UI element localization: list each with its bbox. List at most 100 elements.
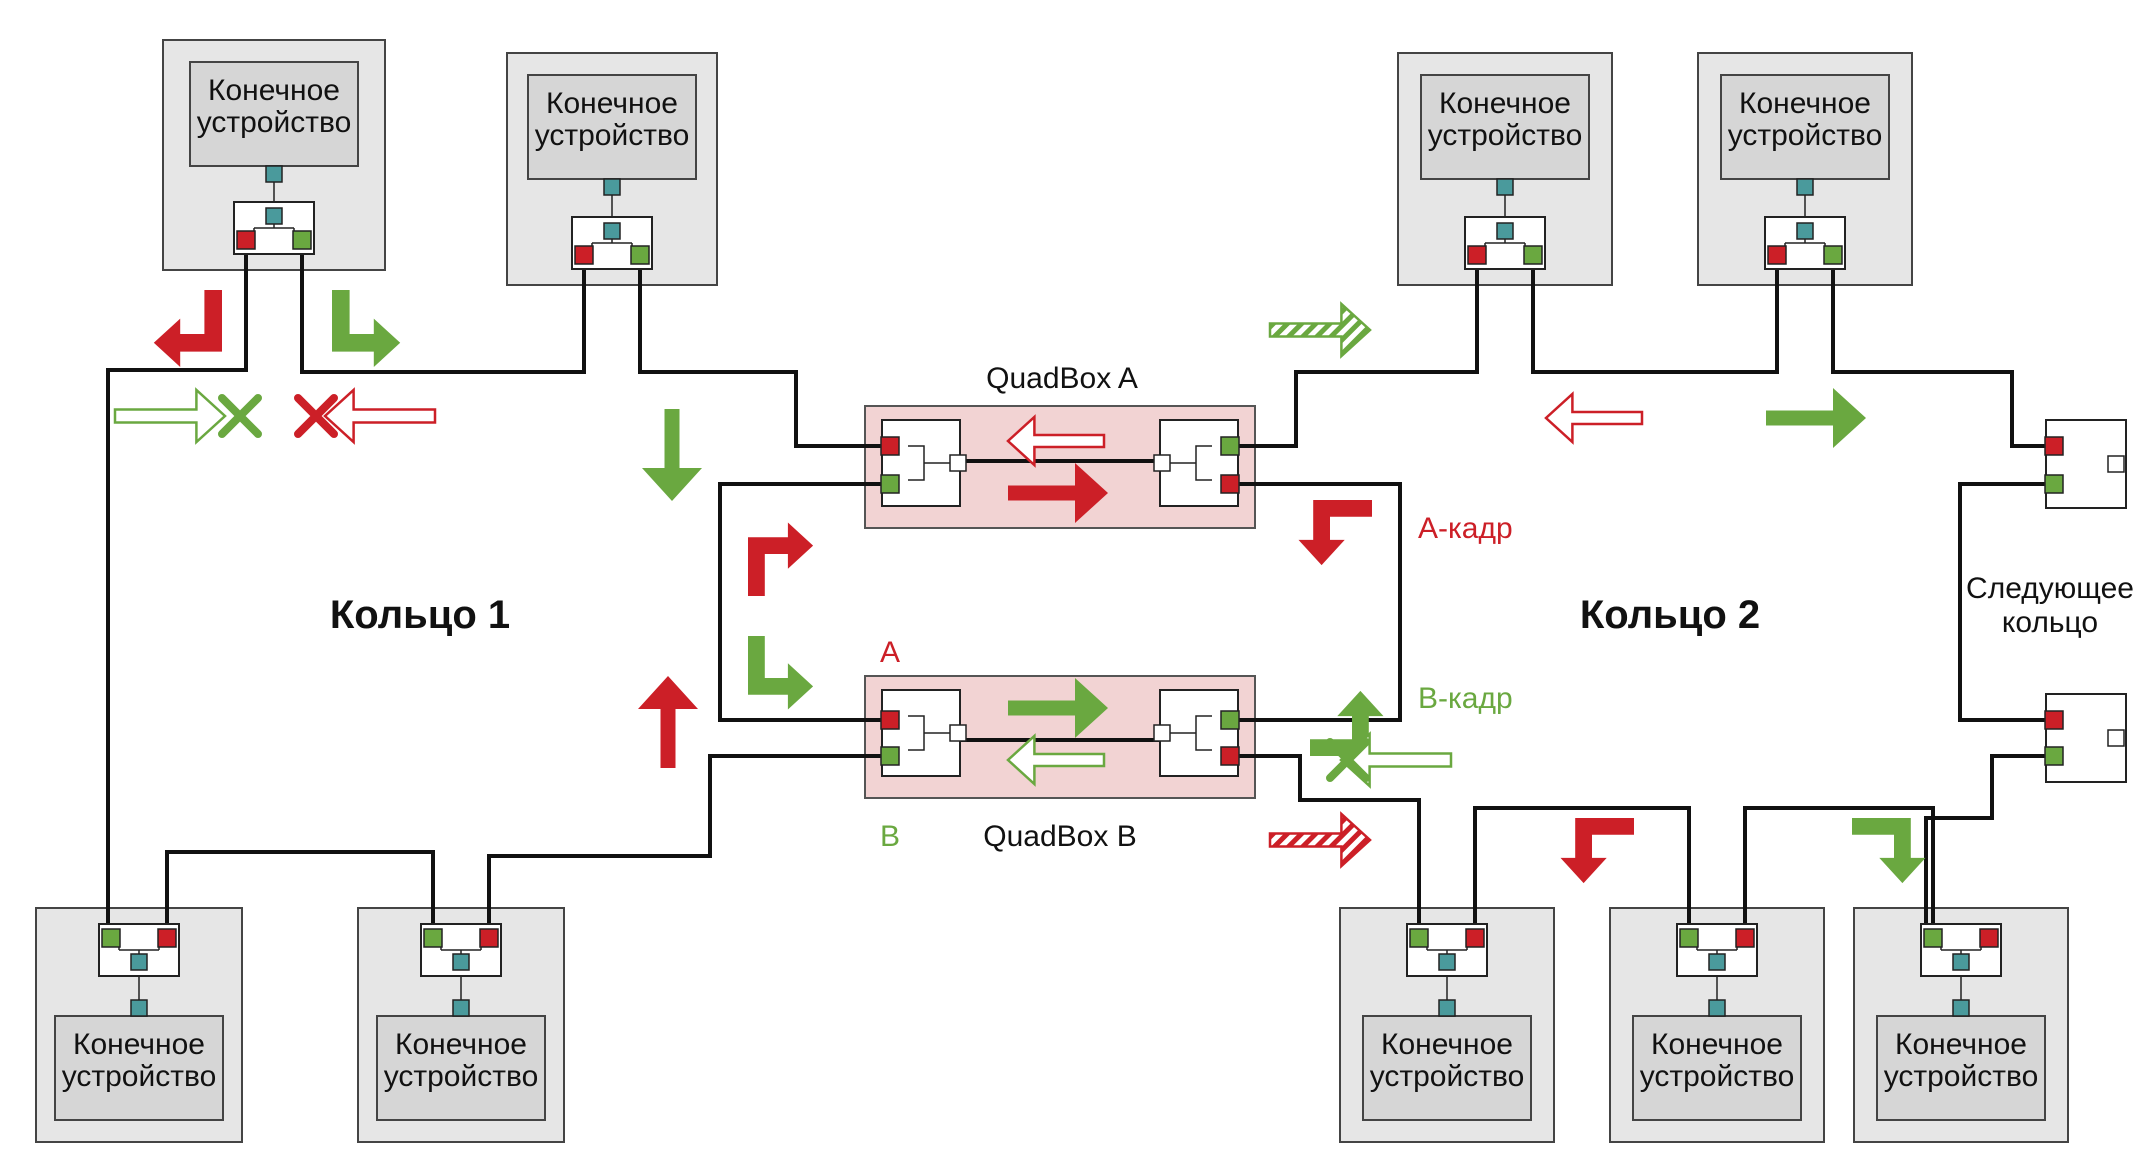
b-frame-bent-arrow <box>1852 818 1926 884</box>
device-port-icon <box>130 953 148 971</box>
ring-2-title: Кольцо 2 <box>1580 593 1760 637</box>
device-port-icon <box>265 165 283 183</box>
end-device-label: Конечное <box>1381 1028 1513 1061</box>
end-device-box <box>1362 1015 1532 1121</box>
end-device-label: устройство <box>1428 119 1583 152</box>
end-device-box <box>1632 1015 1802 1121</box>
next-ring-label-line2: кольцо <box>2002 606 2098 639</box>
end-device-box <box>527 74 697 180</box>
discard-x-icon <box>294 394 338 438</box>
port-b-icon <box>423 928 443 948</box>
port-b-icon <box>880 474 900 494</box>
ring-cable <box>1958 482 2054 722</box>
device-port-icon <box>1708 999 1726 1017</box>
ring-cable <box>487 754 890 938</box>
end-device-box <box>54 1015 224 1121</box>
b-frame-arrow <box>642 409 702 501</box>
end-device-box <box>189 61 359 167</box>
port-b-icon <box>101 928 121 948</box>
end-device-label: устройство <box>62 1060 217 1093</box>
device-port-icon <box>1438 953 1456 971</box>
end-device-label: устройство <box>384 1060 539 1093</box>
quadbox-a-title: QuadBox A <box>986 362 1138 395</box>
ring-cable <box>165 850 435 938</box>
ring-cable <box>718 482 890 722</box>
end-device-label: Конечное <box>1739 87 1871 120</box>
a-frame-arrow <box>638 676 698 768</box>
end-device-box <box>1720 74 1890 180</box>
port-b-icon <box>1220 710 1240 730</box>
quadbox-internal-bus <box>1170 715 1212 751</box>
device-port-icon <box>265 207 283 225</box>
device-port-icon <box>603 222 621 240</box>
discard-x-icon <box>218 394 262 438</box>
end-device-label: Конечное <box>208 74 340 107</box>
port-a-icon <box>236 230 256 250</box>
device-port-icon <box>1796 222 1814 240</box>
interlink-port-icon <box>949 454 967 472</box>
port-b-icon <box>1823 245 1843 265</box>
b-frame-bent-arrow <box>748 636 814 710</box>
a-frame-arrow <box>1008 463 1108 523</box>
ring-cable <box>638 255 890 448</box>
end-device-label: устройство <box>1728 119 1883 152</box>
ring-cable <box>1230 754 1421 938</box>
end-device-label: устройство <box>1370 1060 1525 1093</box>
end-device-label: устройство <box>1884 1060 2039 1093</box>
device-port-icon <box>452 953 470 971</box>
end-device-label: Конечное <box>73 1028 205 1061</box>
ring-cable <box>1531 255 1779 374</box>
b-frame-label: В-кадр <box>1418 682 1513 715</box>
quadbox-internal-bus <box>908 715 950 751</box>
ring-cable <box>300 240 586 374</box>
port-a-icon <box>1467 245 1487 265</box>
device-port-icon <box>1952 953 1970 971</box>
device-port-icon <box>452 999 470 1017</box>
port-a-icon <box>2044 436 2064 456</box>
end-device-label: Конечное <box>395 1028 527 1061</box>
ring-cable <box>1230 255 1479 448</box>
port-b-icon <box>1923 928 1943 948</box>
port-b-icon <box>1220 436 1240 456</box>
ring-1-title: Кольцо 1 <box>330 593 510 637</box>
a-frame-outline-arrow <box>1544 391 1644 445</box>
interlink-port-icon <box>2107 729 2125 747</box>
ring-cable <box>1743 806 1935 938</box>
b-frame-outline-arrow <box>1339 731 1453 789</box>
a-frame-outline-arrow <box>1006 414 1106 468</box>
next-ring-label-line1: Следующее <box>1966 572 2134 605</box>
device-port-icon <box>1438 999 1456 1017</box>
a-frame-bent-arrow <box>153 290 222 367</box>
b-frame-outline-arrow <box>1006 733 1106 787</box>
quadbox-b-title: QuadBox B <box>983 820 1136 853</box>
a-frame-bent-arrow <box>1560 818 1634 884</box>
end-device-label: устройство <box>535 119 690 152</box>
a-frame-bent-arrow <box>1298 500 1372 566</box>
port-a-icon <box>479 928 499 948</box>
port-a-icon <box>1220 746 1240 766</box>
end-device-label: Конечное <box>1651 1028 1783 1061</box>
device-port-icon <box>1952 999 1970 1017</box>
port-b-icon <box>1409 928 1429 948</box>
ring-cable <box>1473 806 1691 938</box>
a-frame-bent-arrow <box>748 522 814 596</box>
end-device-label: устройство <box>1640 1060 1795 1093</box>
b-frame-arrow <box>1008 678 1108 738</box>
a-frame-outline-arrow <box>323 387 437 445</box>
b-frame-arrow <box>1766 388 1866 448</box>
device-port-icon <box>1708 953 1726 971</box>
end-device-label: Конечное <box>1439 87 1571 120</box>
b-frame-hatched-arrow <box>1268 301 1372 359</box>
port-a-icon <box>1465 928 1485 948</box>
port-a-icon <box>1735 928 1755 948</box>
port-a-icon <box>1767 245 1787 265</box>
port-b-icon <box>630 245 650 265</box>
port-a-icon <box>1220 474 1240 494</box>
discard-x-icon <box>1326 738 1370 782</box>
device-port-icon <box>1796 178 1814 196</box>
device-port-icon <box>1496 178 1514 196</box>
port-b-label: B <box>880 820 900 853</box>
device-port-icon <box>1496 222 1514 240</box>
end-device-label: устройство <box>197 106 352 139</box>
